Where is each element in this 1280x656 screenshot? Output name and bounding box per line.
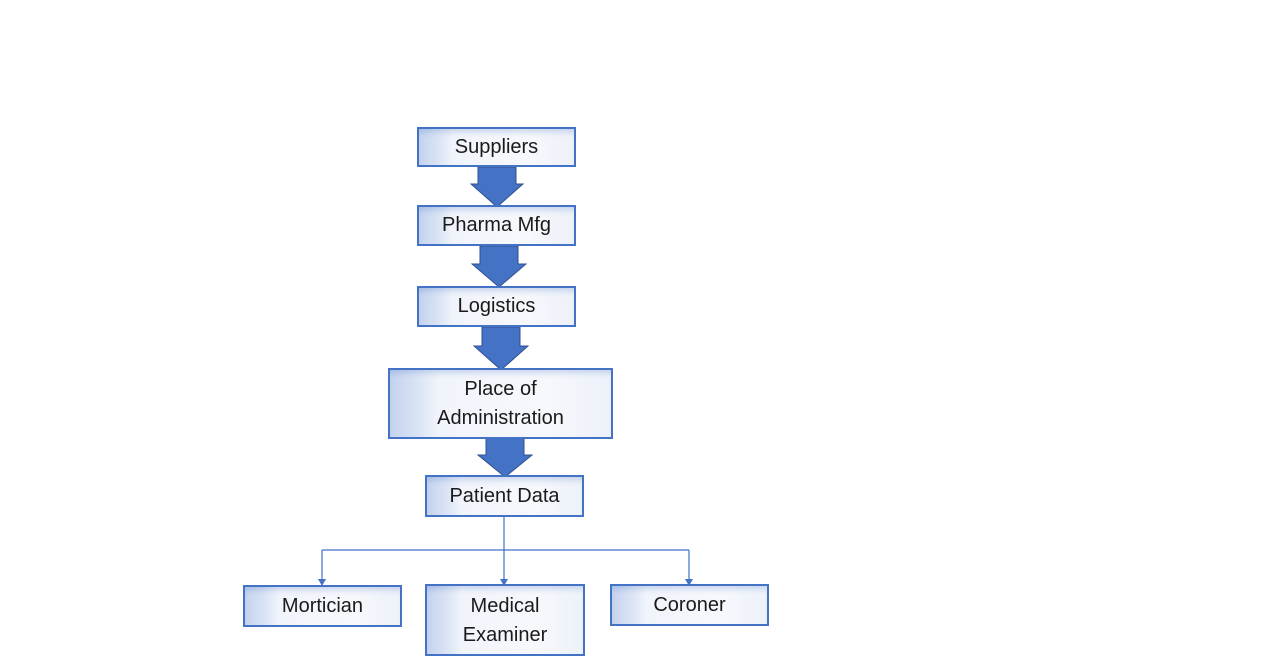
node-mortician: Mortician xyxy=(243,585,402,627)
node-suppliers: Suppliers xyxy=(417,127,576,167)
node-coroner: Coroner xyxy=(610,584,769,626)
node-medical-examiner-line1: Medical xyxy=(470,595,540,617)
node-mortician-label: Mortician xyxy=(281,594,364,617)
node-pharma-mfg: Pharma Mfg xyxy=(417,205,576,246)
node-logistics: Logistics xyxy=(417,286,576,327)
node-place-of-administration-line1: Place of xyxy=(464,377,537,400)
arrow-logistics-to-administration xyxy=(473,326,529,371)
arrowhead-coroner xyxy=(685,579,693,586)
arrowhead-medical-examiner xyxy=(500,579,508,586)
node-logistics-label: Logistics xyxy=(457,295,536,317)
node-patient-data-label: Patient Data xyxy=(449,484,560,507)
arrow-pharma-to-logistics xyxy=(471,245,527,288)
node-coroner-label: Coroner xyxy=(653,593,726,616)
node-medical-examiner: Medical Examiner xyxy=(425,584,585,656)
arrowhead-mortician xyxy=(318,579,326,586)
node-patient-data: Patient Data xyxy=(425,475,584,517)
node-place-of-administration-line2: Administration xyxy=(437,406,564,429)
node-place-of-administration: Place of Administration xyxy=(388,368,613,439)
node-medical-examiner-line2: Examiner xyxy=(462,624,548,646)
arrow-suppliers-to-pharma xyxy=(470,166,524,208)
arrow-administration-to-patient-data xyxy=(477,437,533,478)
node-suppliers-label: Suppliers xyxy=(454,135,539,158)
node-pharma-mfg-label: Pharma Mfg xyxy=(442,214,551,236)
